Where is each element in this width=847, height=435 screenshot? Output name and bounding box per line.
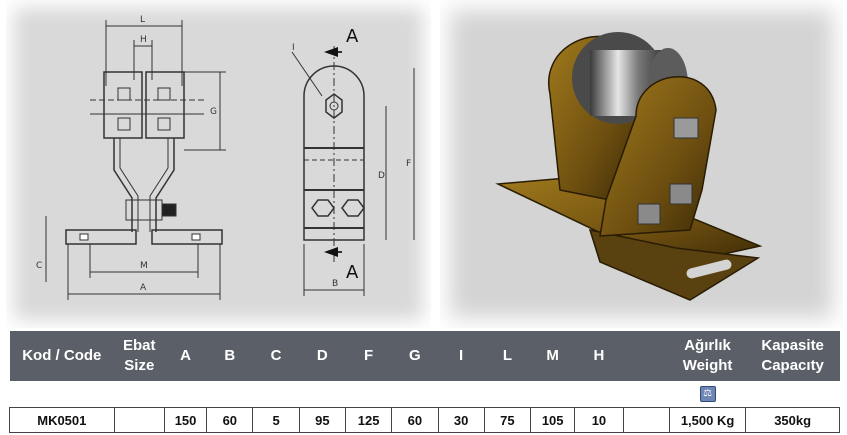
header-L: L <box>484 331 531 381</box>
section-label-top: A <box>346 26 359 47</box>
table-row: MK0501 150 60 5 95 125 60 30 75 105 10 1… <box>9 407 840 433</box>
cell-M: 105 <box>530 407 576 433</box>
label-G: G <box>210 107 217 117</box>
label-D: D <box>378 171 385 181</box>
cell-F: 125 <box>344 407 393 433</box>
base-plate <box>65 229 223 245</box>
cell-weight: 1,500 Kg <box>668 407 747 433</box>
render-bolt-right <box>669 183 693 205</box>
render-slot <box>686 259 732 279</box>
label-F: F <box>406 159 411 169</box>
cell-code: MK0501 <box>9 407 115 433</box>
header-C: C <box>252 331 300 381</box>
technical-drawing: L H G C M A I D F B A A <box>36 15 415 300</box>
left-wheel <box>103 71 143 139</box>
side-bolt-left <box>311 199 335 217</box>
cell-C: 5 <box>252 407 300 433</box>
render-axle-bolt <box>673 117 699 139</box>
header-M: M <box>530 331 575 381</box>
dim-line-I <box>291 51 323 97</box>
label-M: M <box>140 261 148 271</box>
header-A: A <box>164 331 207 381</box>
cell-G: 60 <box>391 407 439 433</box>
header-H: H <box>574 331 624 381</box>
label-I: I <box>292 43 295 53</box>
side-bolt-right <box>341 199 365 217</box>
header-G: G <box>391 331 438 381</box>
cell-L: 75 <box>483 407 532 433</box>
cell-I: 30 <box>437 407 485 433</box>
cell-spacer <box>622 407 670 433</box>
cell-B: 60 <box>206 407 254 433</box>
side-view-plate <box>303 65 365 241</box>
right-wheel <box>145 71 185 139</box>
header-spacer <box>623 331 670 381</box>
label-A: A <box>140 283 147 293</box>
label-C: C <box>36 261 42 271</box>
section-label-bottom: A <box>346 262 359 283</box>
bolt-nut <box>161 203 177 217</box>
cell-size <box>113 407 165 433</box>
render-bolt-left <box>637 203 661 225</box>
technical-drawing-panel: L H G C M A I D F B A A <box>6 0 431 328</box>
bracket-legs <box>113 138 175 232</box>
label-H: H <box>140 35 147 45</box>
label-B: B <box>332 279 338 289</box>
product-render <box>495 32 763 301</box>
table-icon-row: ⚖ <box>9 381 840 408</box>
render-base-plate-front <box>588 229 761 301</box>
header-F: F <box>345 331 392 381</box>
section-arrow-bottom <box>324 247 338 257</box>
cell-D: 95 <box>298 407 346 433</box>
cell-capacity: 350kg <box>745 407 840 433</box>
header-code: Kod / Code <box>9 331 115 381</box>
weight-icon: ⚖ <box>699 385 716 402</box>
header-B: B <box>206 331 253 381</box>
label-L: L <box>140 15 145 25</box>
section-arrow-top <box>324 47 338 57</box>
header-I: I <box>438 331 485 381</box>
header-D: D <box>299 331 346 381</box>
cell-H: 10 <box>574 407 624 433</box>
product-render-panel <box>440 0 843 328</box>
cell-A: 150 <box>163 407 208 433</box>
